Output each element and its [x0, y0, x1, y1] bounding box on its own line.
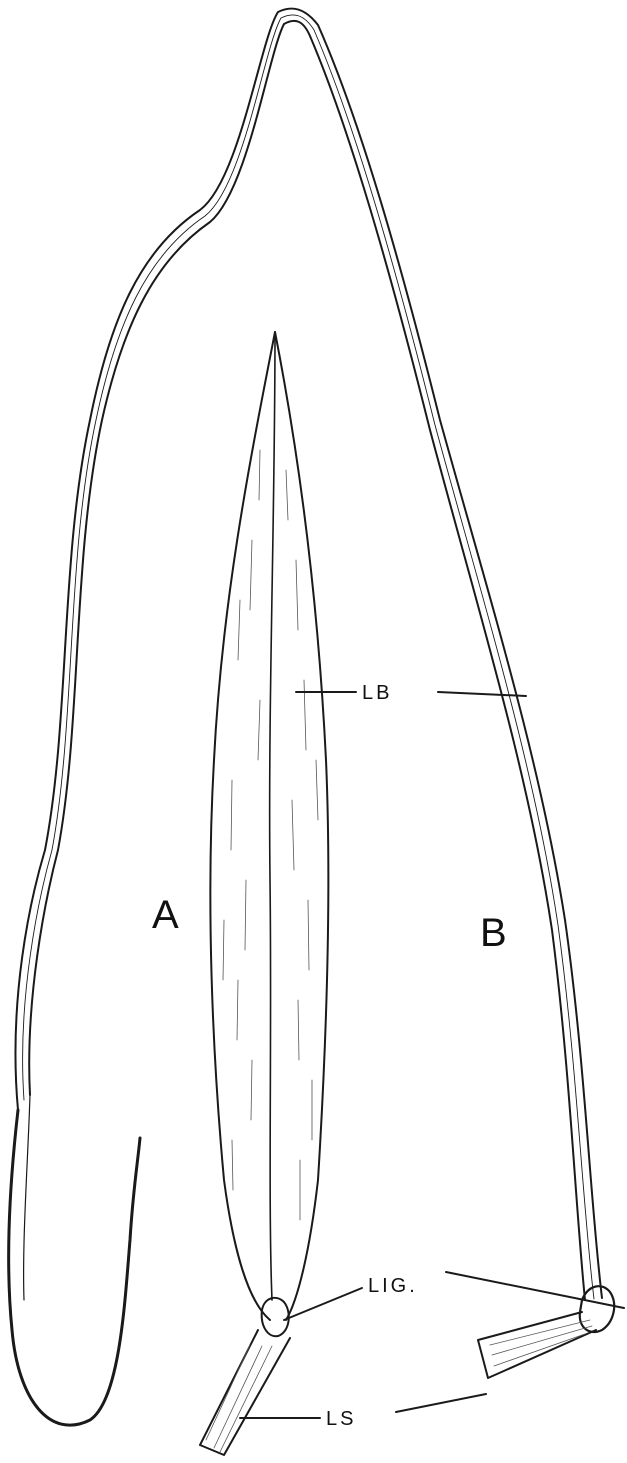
ligule-label: LIG.: [368, 1275, 418, 1297]
leaf-a: [200, 332, 328, 1455]
panel-a-label: A: [152, 893, 182, 937]
leaf-b: [9, 8, 614, 1425]
panel-b-label: B: [480, 911, 510, 955]
leader-lines: [240, 692, 624, 1418]
sheath-label: LS: [326, 1408, 356, 1430]
blade-label: LB: [362, 682, 392, 704]
